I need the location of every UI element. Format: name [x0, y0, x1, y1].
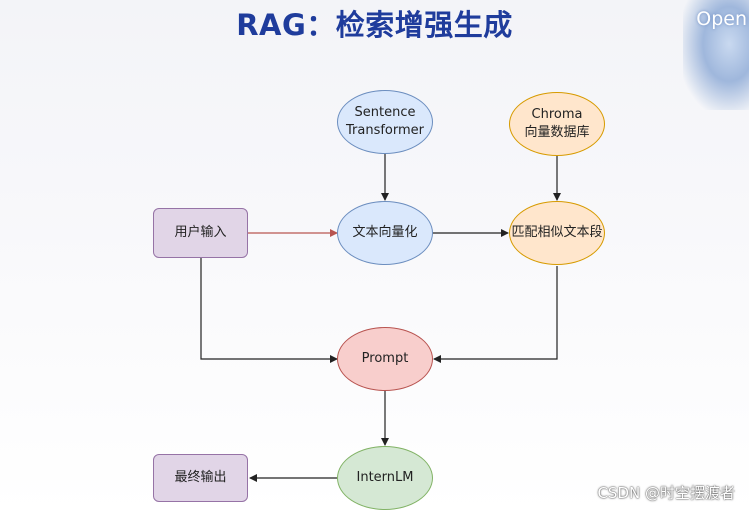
- slide-title: RAG：检索增强生成: [236, 8, 513, 42]
- edge-input-to-prompt: [200, 258, 338, 363]
- node-match-text: 匹配相似文本段: [509, 201, 605, 265]
- internlm-label: InternLM: [356, 470, 414, 486]
- prompt-label: Prompt: [361, 351, 409, 367]
- sentence-transformer-line2: Transformer: [345, 123, 424, 138]
- final-output-label: 最终输出: [174, 470, 227, 486]
- node-internlm: InternLM: [337, 446, 433, 510]
- edge-match-to-prompt: [433, 266, 558, 363]
- corner-logo: [683, 0, 749, 110]
- node-final-output: 最终输出: [153, 454, 248, 502]
- csdn-watermark: CSDN @时空摆渡者: [597, 484, 735, 502]
- chroma-line2: 向量数据库: [524, 125, 590, 140]
- sentence-transformer-line1: Sentence: [354, 105, 416, 121]
- node-sentence-transformer: Sentence Transformer: [337, 90, 433, 154]
- user-input-label: 用户输入: [174, 225, 227, 241]
- node-text-vectorize: 文本向量化: [337, 201, 433, 265]
- text-vectorize-label: 文本向量化: [352, 225, 418, 241]
- chroma-line1: Chroma: [531, 107, 583, 123]
- node-chroma: Chroma 向量数据库: [509, 92, 605, 156]
- corner-logo-text: Open: [696, 8, 747, 30]
- node-user-input: 用户输入: [153, 208, 248, 258]
- node-prompt: Prompt: [337, 327, 433, 391]
- match-text-label: 匹配相似文本段: [511, 225, 603, 241]
